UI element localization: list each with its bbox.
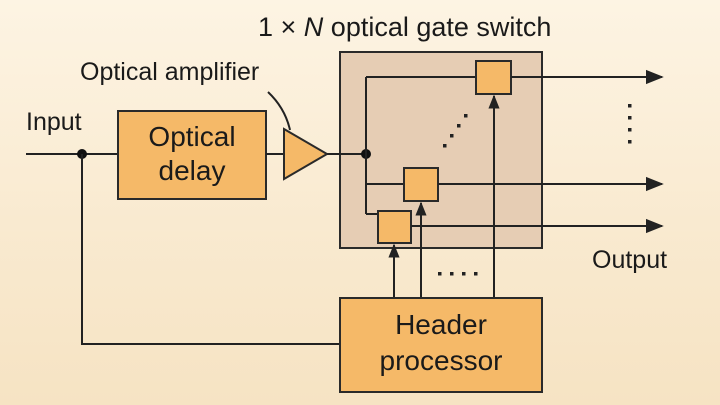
optical-delay-text-2: delay [159,155,226,186]
control-ellipsis [438,272,478,276]
gates-diagonal-ellipsis [443,114,468,148]
gate-top [475,60,512,95]
gate-bottom [377,210,412,244]
outputs-ellipsis [628,104,632,144]
optical-delay-text-1: Optical [148,121,235,152]
header-processor-text-2: processor [380,345,503,376]
header-processor-block [339,297,543,393]
input-label: Input [26,108,82,136]
optical-amplifier-triangle [283,127,329,181]
optical-amplifier-label: Optical amplifier [80,58,259,86]
gate-middle [403,167,439,202]
header-processor-text-1: Header [395,309,487,340]
header-feed-wire [81,154,340,345]
output-label: Output [592,246,667,274]
amplifier-leader-line [267,91,291,131]
optical-delay-block [117,110,267,200]
switch-title: 1 × N optical gate switch [258,12,551,42]
